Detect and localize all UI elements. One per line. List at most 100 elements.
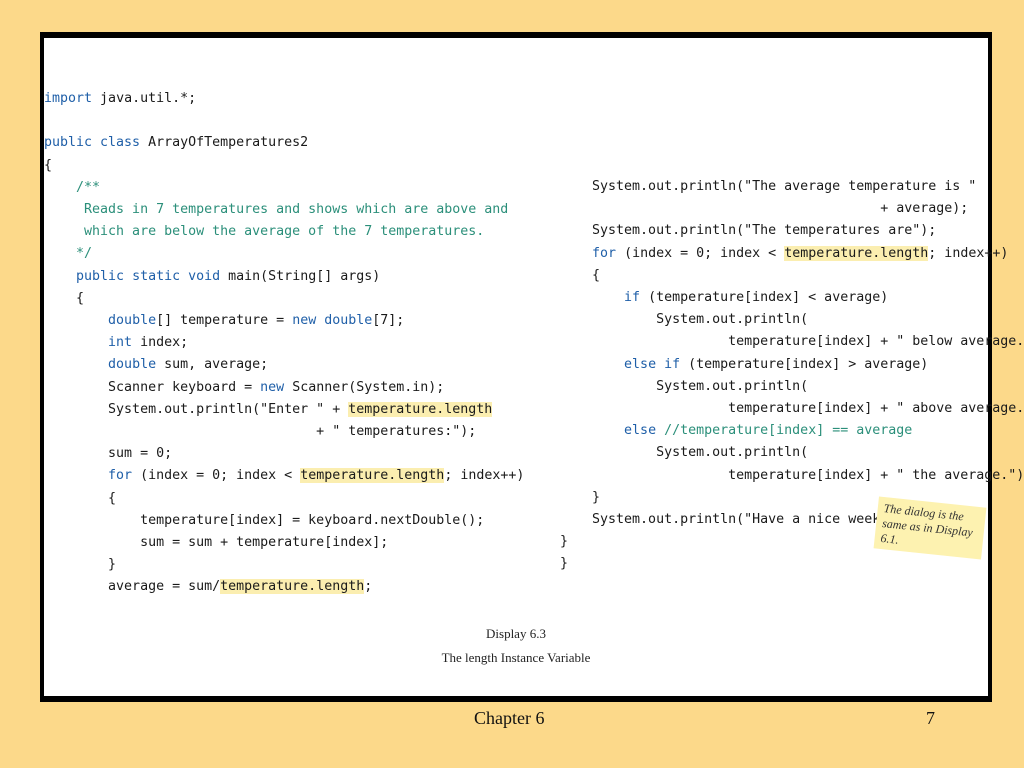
code-line: { xyxy=(44,288,524,310)
code-keyword: int xyxy=(108,335,133,351)
code-token: Scanner keyboard = xyxy=(44,379,261,395)
code-line: double[] temperature = new double[7]; xyxy=(44,310,524,332)
code-line: } xyxy=(560,531,1024,553)
code-highlight: temperature.length xyxy=(784,245,929,261)
code-token: index; xyxy=(132,335,189,351)
display-number: Display 6.3 xyxy=(486,626,546,641)
display-title: The length Instance Variable xyxy=(441,650,591,665)
code-line: Scanner keyboard = new Scanner(System.in… xyxy=(44,377,524,399)
code-line: ​ xyxy=(44,110,524,132)
code-token xyxy=(44,269,76,284)
code-token xyxy=(560,357,624,372)
footer-chapter: Chapter 6 xyxy=(474,708,545,728)
code-line: { xyxy=(560,265,1024,287)
code-line: System.out.println("The average temperat… xyxy=(560,176,1024,198)
code-line: */ xyxy=(44,243,524,265)
code-line: + average); xyxy=(560,198,1024,220)
code-line: if (temperature[index] < average) xyxy=(560,287,1024,309)
code-line: for (index = 0; index < temperature.leng… xyxy=(44,465,524,487)
code-highlight: temperature.length xyxy=(220,579,365,595)
code-keyword: new xyxy=(292,313,317,329)
code-comment: /** xyxy=(44,179,101,195)
code-line: } xyxy=(44,554,524,576)
code-line: System.out.println( xyxy=(560,442,1024,464)
code-token: sum = sum + temperature[index]; xyxy=(44,535,389,551)
code-token: System.out.println( xyxy=(560,312,809,328)
code-token xyxy=(44,313,108,328)
code-token: java.util.*; xyxy=(92,91,197,106)
code-token: [7]; xyxy=(372,313,405,329)
code-line: public static void main(String[] args) xyxy=(44,266,524,288)
code-keyword: public class xyxy=(44,135,141,151)
code-block-right: System.out.println("The average temperat… xyxy=(560,176,1024,576)
code-token: System.out.println( xyxy=(560,445,809,461)
code-token xyxy=(44,335,108,350)
code-keyword: double xyxy=(108,357,157,373)
code-token: + " temperatures:"); xyxy=(44,424,477,440)
code-line: Reads in 7 temperatures and shows which … xyxy=(44,199,524,221)
code-line: System.out.println( xyxy=(560,309,1024,331)
code-keyword: for xyxy=(592,245,617,261)
code-token: average = sum/ xyxy=(44,579,221,595)
code-keyword: else if xyxy=(624,356,681,372)
code-line: + " temperatures:"); xyxy=(44,421,524,443)
code-token: temperature[index] + " the average."); xyxy=(560,467,1024,483)
code-token xyxy=(44,357,108,372)
code-line: System.out.println( xyxy=(560,376,1024,398)
code-line: } xyxy=(560,487,1024,509)
code-comment: //temperature[index] == average xyxy=(664,423,913,439)
code-token: temperature[index] + " below average."); xyxy=(560,334,1024,350)
code-line: { xyxy=(44,155,524,177)
code-line: temperature[index] = keyboard.nextDouble… xyxy=(44,510,524,532)
code-token: { xyxy=(44,157,53,173)
code-token: { xyxy=(560,267,601,283)
code-line: /** xyxy=(44,177,524,199)
code-keyword: if xyxy=(624,290,641,306)
code-token: temperature[index] + " above average."); xyxy=(560,401,1024,417)
code-line: sum = 0; xyxy=(44,443,524,465)
display-caption: Display 6.3 The length Instance Variable xyxy=(44,622,988,670)
code-keyword: else xyxy=(624,423,657,439)
code-token: temperature[index] = keyboard.nextDouble… xyxy=(44,512,485,528)
code-token: [] temperature = xyxy=(156,313,293,329)
code-token: { xyxy=(44,490,117,506)
code-keyword: public static void xyxy=(76,268,221,284)
code-line: sum = sum + temperature[index]; xyxy=(44,532,524,554)
code-highlight: temperature.length xyxy=(300,468,445,484)
code-comment: which are below the average of the 7 tem… xyxy=(44,224,485,240)
code-token: } xyxy=(44,557,117,573)
code-line: System.out.println("Enter " + temperatur… xyxy=(44,399,524,421)
code-comment: */ xyxy=(44,246,93,262)
code-token: } xyxy=(560,534,569,550)
code-token: (temperature[index] > average) xyxy=(680,356,929,372)
code-token: (index = 0; index < xyxy=(132,468,301,484)
code-keyword: double xyxy=(324,313,373,329)
code-line: average = sum/temperature.length; xyxy=(44,576,524,598)
code-token xyxy=(560,290,624,305)
code-token: sum = 0; xyxy=(44,446,173,462)
code-token: (temperature[index] < average) xyxy=(640,290,889,306)
code-line: temperature[index] + " above average."); xyxy=(560,398,1024,420)
code-token xyxy=(560,246,592,261)
code-line: temperature[index] + " the average."); xyxy=(560,465,1024,487)
code-token: System.out.println( xyxy=(560,378,809,394)
code-token: ArrayOfTemperatures2 xyxy=(140,135,309,151)
code-token: { xyxy=(44,290,85,306)
code-line: for (index = 0; index < temperature.leng… xyxy=(560,243,1024,265)
footer-page-number: 7 xyxy=(926,708,935,728)
code-line: public class ArrayOfTemperatures2 xyxy=(44,132,524,154)
code-token: sum, average; xyxy=(156,357,269,373)
code-token xyxy=(656,423,664,438)
code-token: System.out.println("Enter " + xyxy=(44,401,349,417)
code-token: } xyxy=(560,489,601,505)
code-line: else if (temperature[index] > average) xyxy=(560,354,1024,376)
code-token xyxy=(560,423,624,438)
code-token: } xyxy=(560,556,569,572)
code-line: import java.util.*; xyxy=(44,88,524,110)
code-token xyxy=(44,468,108,483)
code-line: which are below the average of the 7 tem… xyxy=(44,221,524,243)
code-line: } xyxy=(560,553,1024,575)
code-token: System.out.println("Have a nice week."); xyxy=(560,512,913,528)
code-line: double sum, average; xyxy=(44,354,524,376)
code-token: (index = 0; index < xyxy=(616,245,785,261)
